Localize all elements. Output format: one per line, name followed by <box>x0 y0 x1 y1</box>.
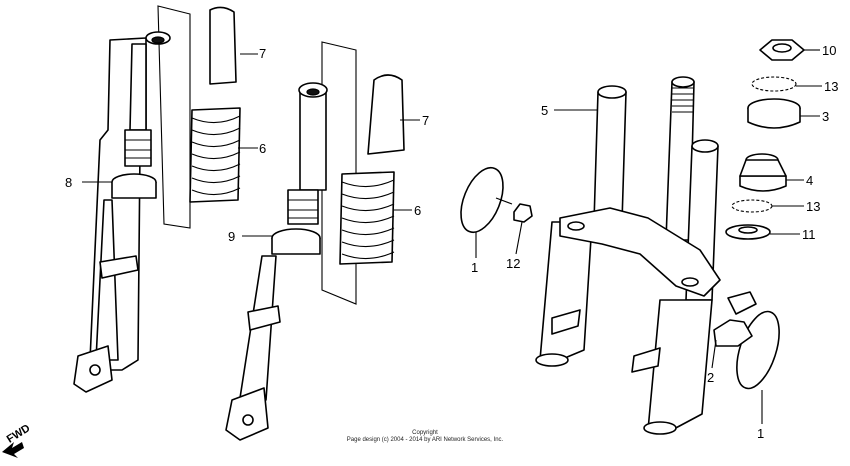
callout-7-middle: 7 <box>422 113 429 128</box>
callout-12: 12 <box>506 256 520 271</box>
callout-3: 3 <box>822 109 829 124</box>
callout-10: 10 <box>822 43 836 58</box>
copyright-line-1: Copyright <box>412 430 438 436</box>
fork-assembly-right <box>535 76 721 435</box>
copyright-notice: Copyright Page design (c) 2004 - 2014 by… <box>300 430 550 444</box>
callout-13-bottom: 13 <box>806 199 820 214</box>
callout-8: 8 <box>65 175 72 190</box>
callout-4: 4 <box>806 173 813 188</box>
callout-7-left: 7 <box>259 46 266 61</box>
callout-1-left: 1 <box>471 260 478 275</box>
fork-leg-left <box>73 5 241 393</box>
callout-1-right: 1 <box>757 426 764 441</box>
fork-leg-middle <box>225 41 405 441</box>
leader-lines <box>82 49 822 424</box>
callout-numbers: 7 6 8 7 6 9 1 12 5 10 13 3 4 13 11 2 1 <box>65 43 838 441</box>
copyright-line-2: Page design (c) 2004 - 2014 by ARI Netwo… <box>346 437 504 443</box>
callout-9: 9 <box>228 229 235 244</box>
callout-6-left: 6 <box>259 141 266 156</box>
callout-11: 11 <box>802 227 816 242</box>
callout-6-middle: 6 <box>414 203 421 218</box>
callout-13-top: 13 <box>824 79 838 94</box>
callout-5: 5 <box>541 103 548 118</box>
steering-head-parts <box>725 39 805 240</box>
callout-2: 2 <box>707 370 714 385</box>
fwd-arrow-icon <box>2 442 24 458</box>
small-parts <box>460 166 780 390</box>
